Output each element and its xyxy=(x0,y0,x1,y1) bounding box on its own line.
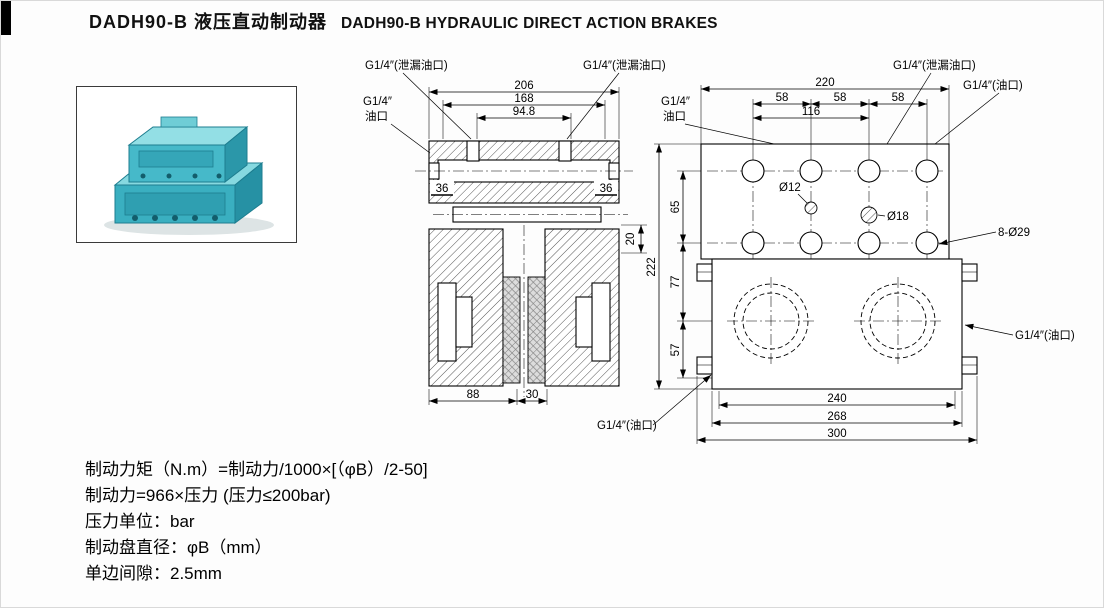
page-corner-tab xyxy=(1,1,11,35)
dim-step: 20 xyxy=(625,233,637,246)
product-photo xyxy=(104,116,274,235)
label-bolt-holes: 8-Ø29 xyxy=(998,227,1030,239)
label-oil-port-top: G1/4″(油口) xyxy=(963,78,1023,92)
dim-boss-left: 36 xyxy=(436,183,449,195)
label-oil-port-mid-2: 油口 xyxy=(663,109,686,123)
formula-clearance: 单边间隙：2.5mm xyxy=(85,564,222,583)
dim-height-total: 222 xyxy=(646,257,658,276)
label-oil-port-mid-1: G1/4″ xyxy=(661,96,690,108)
dim-base-right: 30 xyxy=(526,389,539,401)
dim-base-left: 88 xyxy=(467,389,480,401)
front-view-dimensions: 220 58 58 58 116 222 65 xyxy=(646,77,978,444)
formula-pressure-unit: 压力单位：bar xyxy=(85,512,195,531)
dim-base-outer: 300 xyxy=(827,428,846,440)
label-oil-port-left-1: G1/4″ xyxy=(363,96,392,108)
section-view: 206 168 94.8 36 36 20 xyxy=(363,58,784,405)
dim-boss-right: 36 xyxy=(600,183,613,195)
label-oil-port-right: G1/4″(油口) xyxy=(1015,328,1075,342)
label-leak-port-right: G1/4″(泄漏油口) xyxy=(583,58,666,72)
dim-width-total: 206 xyxy=(514,80,533,92)
label-leak-port: G1/4″(泄漏油口) xyxy=(893,58,976,72)
front-view-geometry xyxy=(696,143,978,390)
formula-torque: 制动力矩（N.m）=制动力/1000×[（φB）/2-50] xyxy=(85,460,428,479)
dim-base-mid: 268 xyxy=(827,411,846,423)
label-hole-small: Ø12 xyxy=(779,182,801,194)
formula-force: 制动力=966×压力 (压力≤200bar) xyxy=(85,486,331,505)
hole-phi12 xyxy=(804,201,818,215)
label-leak-port-left: G1/4″(泄漏油口) xyxy=(365,58,448,72)
title-english: DADH90-B HYDRAULIC DIRECT ACTION BRAKES xyxy=(341,15,718,32)
dim-base-inner: 240 xyxy=(827,393,846,405)
page-title: DADH90-B 液压直动制动器 DADH90-B HYDRAULIC DIREC… xyxy=(89,8,718,34)
dim-cols-total: 220 xyxy=(815,77,834,89)
section-view-labels: G1/4″(泄漏油口) G1/4″(泄漏油口) G1/4″ 油口 G1/4″ 油… xyxy=(363,58,784,154)
front-view-labels: G1/4″(泄漏油口) G1/4″(油口) Ø12 Ø18 8-Ø29 G1/4… xyxy=(597,58,1075,432)
label-hole-mid: Ø18 xyxy=(887,211,909,223)
section-view-dimensions: 206 168 94.8 36 36 20 xyxy=(428,80,647,405)
label-oil-port-bottom: G1/4″(油口) xyxy=(597,418,657,432)
formula-disc-diameter: 制动盘直径：φB（mm） xyxy=(85,538,272,557)
brake-body-upper xyxy=(127,116,249,184)
title-chinese: DADH90-B 液压直动制动器 xyxy=(89,12,328,32)
dim-cols-mid: 116 xyxy=(802,106,820,118)
section-view-geometry xyxy=(415,140,633,397)
dim-col-gap2: 58 xyxy=(834,92,847,104)
dim-width-ports: 94.8 xyxy=(513,106,535,118)
dim-col-gap1: 58 xyxy=(776,92,789,104)
formula-block: 制动力矩（N.m）=制动力/1000×[（φB）/2-50] 制动力=966×压… xyxy=(85,457,428,587)
product-photo-frame xyxy=(76,86,297,243)
dim-col-gap3: 58 xyxy=(892,92,905,104)
dim-row-gap: 65 xyxy=(670,201,682,214)
hole-phi18 xyxy=(860,206,878,224)
dim-width-inner: 168 xyxy=(514,93,533,105)
front-view: 220 58 58 58 116 222 65 xyxy=(597,58,1075,444)
dim-cyl-to-bottom: 57 xyxy=(670,344,682,357)
label-oil-port-left-2: 油口 xyxy=(365,109,388,123)
technical-drawing-svg: 206 168 94.8 36 36 20 xyxy=(363,58,1075,444)
dim-row-to-cyl: 77 xyxy=(670,276,682,289)
